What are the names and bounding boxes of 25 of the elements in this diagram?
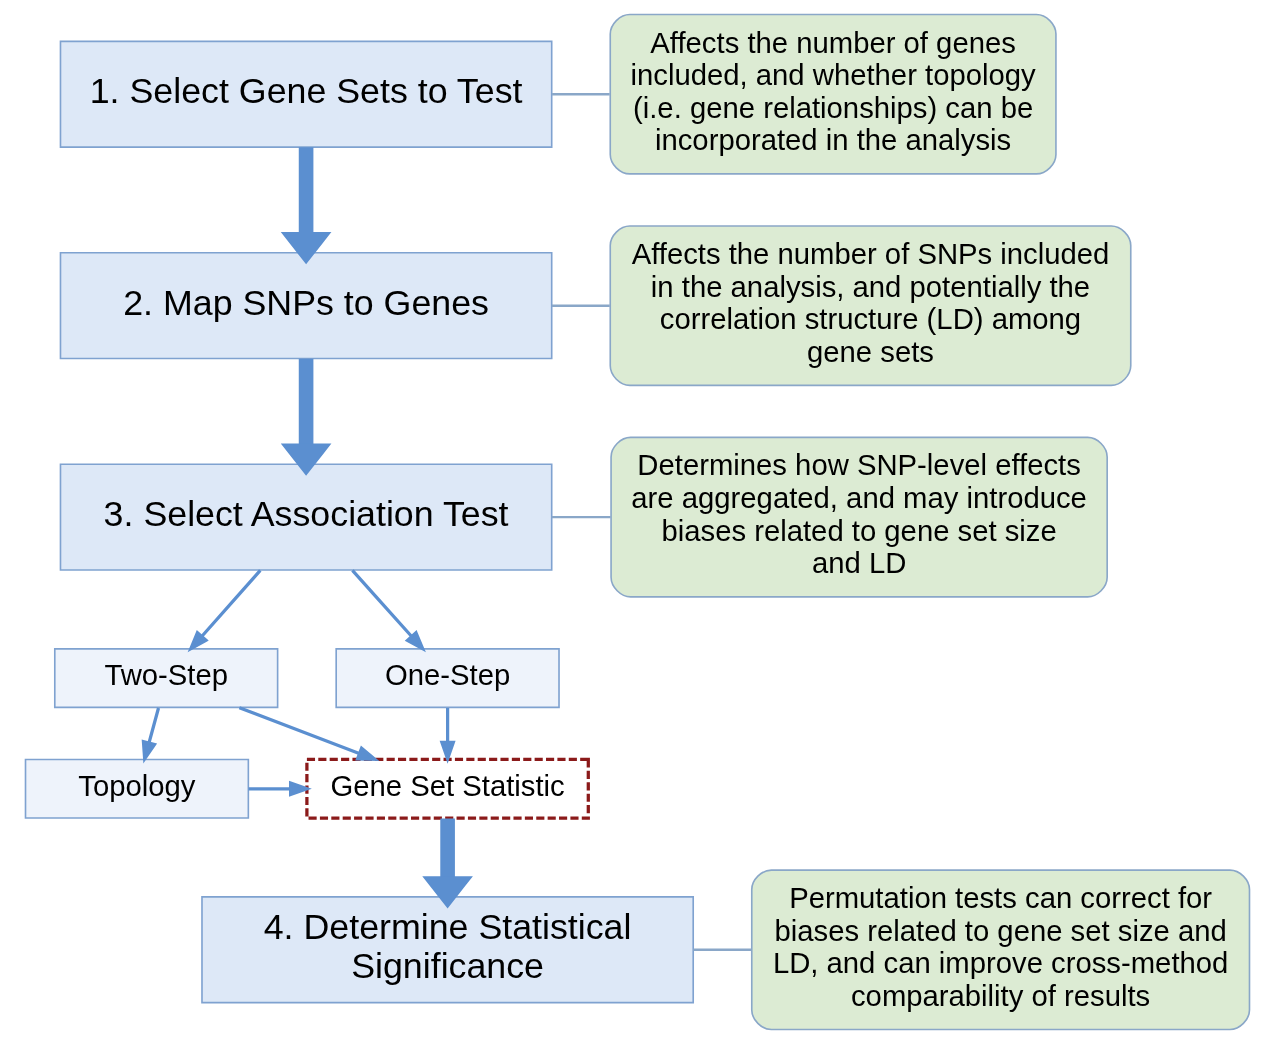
arrow [280, 358, 331, 476]
connector [692, 948, 752, 951]
node-box: 2. Map SNPs to Genes [59, 252, 552, 360]
arrow [187, 569, 261, 653]
arrow [350, 569, 426, 653]
arrow [280, 147, 331, 265]
connector [551, 93, 610, 96]
node-box: 1. Select Gene Sets to Test [59, 40, 552, 148]
node-box: 3. Select Association Test [59, 463, 552, 571]
node-box: Two-Step [53, 648, 278, 709]
arrow [421, 818, 473, 909]
arrow [248, 780, 312, 797]
node-box: Permutation tests can correct for biases related to gene set size and LD, and can improve cross-method comparability of results [750, 869, 1250, 1031]
arrow [238, 706, 379, 762]
node-box: Determines how SNP-level effects are aggregated, and may introduce biases related to gene set size and LD [609, 436, 1108, 598]
node-box: Affects the number of genes included, and whether topology (i.e. gene relationships) can be incorporated in the analysis [608, 13, 1057, 175]
node-box: Affects the number of SNPs included in the analysis, and potentially the correlation structure (LD) among gene sets [608, 225, 1132, 387]
node-box: Gene Set Statistic [304, 757, 590, 820]
connector [551, 515, 611, 519]
connector [551, 304, 610, 307]
node-box: Topology [24, 758, 249, 819]
node-box: One-Step [334, 648, 560, 709]
arrow [439, 708, 456, 764]
node-box: 4. Determine Statistical Significance [200, 896, 694, 1004]
arrow [141, 707, 160, 764]
